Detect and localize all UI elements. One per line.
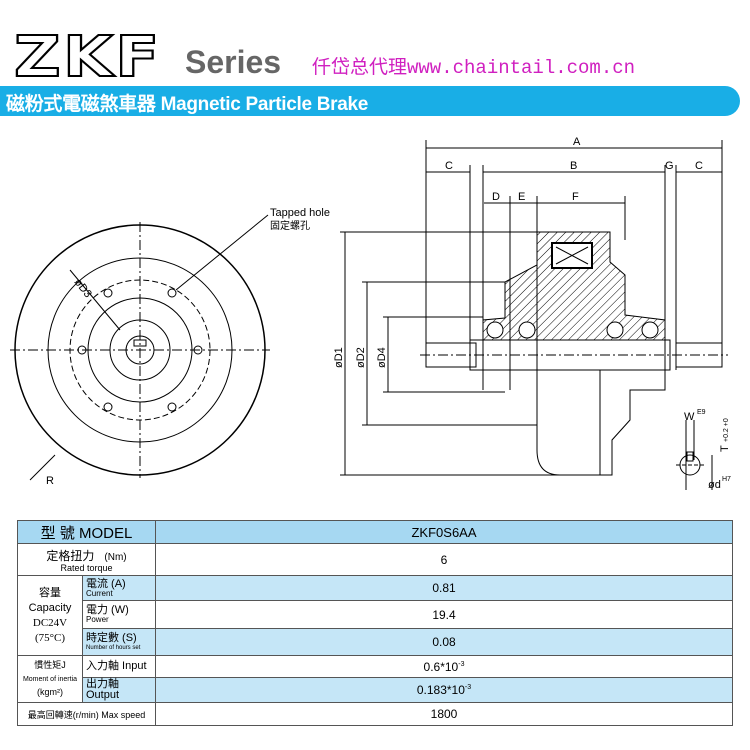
model-header: 型 號 MODEL [17,520,156,544]
dim-dd: ød [708,479,721,491]
r-label: R [46,475,54,487]
power-label: 電力 (W)Power [82,600,156,629]
speed-label: 最高回轉速(r/min) Max speed [17,702,156,726]
dim-e: E [518,191,525,203]
dim-d1: øD1 [333,347,345,368]
input-value: 0.6*10-3 [155,655,733,678]
hours-value: 0.08 [155,628,733,656]
tapped-hole-label: Tapped hole [270,207,330,219]
dim-c-left: C [445,160,453,172]
current-value: 0.81 [155,575,733,601]
dim-d: D [492,191,500,203]
hours-label: 時定數 (S)Number of hours set [82,628,156,656]
speed-value: 1800 [155,702,733,726]
current-label: 電流 (A)Current [82,575,156,601]
torque-value: 6 [155,543,733,576]
dim-t-tol: +0.2 +0 [723,418,730,442]
power-value: 19.4 [155,600,733,629]
d3-label: øD3 [72,276,94,300]
dim-d4: øD4 [376,347,388,368]
model-value: ZKF0S6AA [155,520,733,544]
series-label: Series [185,44,282,80]
dim-f: F [572,191,579,203]
dim-t: T [719,445,731,452]
torque-label: 定格扭力 (Nm)Rated torque [17,543,156,576]
dim-b: B [570,160,577,172]
dim-c-right: C [695,160,703,172]
logo: ZKF [13,25,162,90]
dim-w-tol: E9 [697,409,706,416]
dim-dd-tol: H7 [722,476,731,483]
output-label: 出力軸 Output [82,677,156,703]
technical-drawing: Tapped hole 固定螺孔 øD3 R A C B G C D E F ø… [10,136,731,491]
title-banner: 磁粉式電磁煞車器 Magnetic Particle Brake [0,86,740,116]
dim-g: G [665,160,674,172]
dim-w: W [684,411,695,423]
tapped-hole-zh-label: 固定螺孔 [270,219,310,232]
front-view [10,214,270,481]
side-view [340,140,728,490]
output-value: 0.183*10-3 [155,677,733,703]
banner-title: 磁粉式電磁煞車器 Magnetic Particle Brake [6,94,369,115]
dim-d2: øD2 [355,347,367,368]
agent-text: 仟岱总代理www.chaintail.com.cn [312,57,636,79]
dim-a: A [573,136,581,148]
input-label: 入力軸 Input [82,655,156,678]
